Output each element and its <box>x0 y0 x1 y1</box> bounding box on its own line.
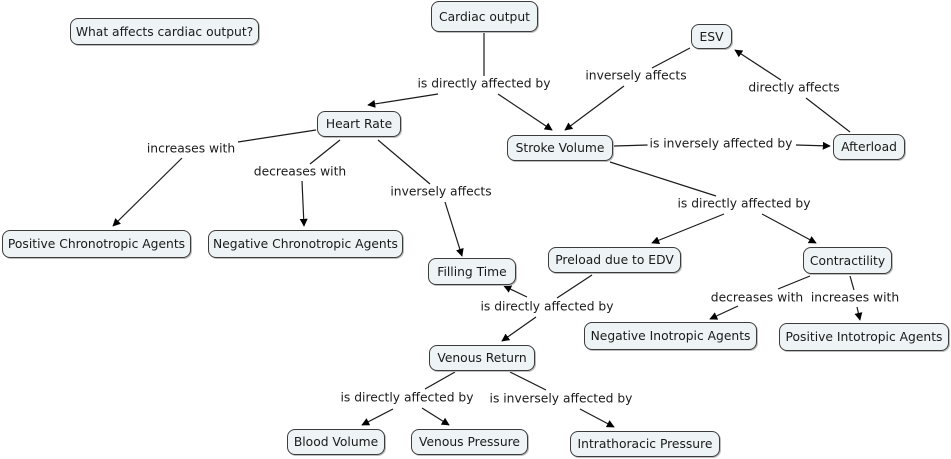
line-afterload-to-label <box>805 97 851 133</box>
concept-esv[interactable]: ESV <box>691 24 732 49</box>
concept-venous-pressure[interactable]: Venous Pressure <box>411 429 528 455</box>
arrow-to-negative-chronotropic <box>299 180 308 227</box>
link-label-vr-directly[interactable]: is directly affected by <box>338 390 476 406</box>
line-sv-to-directly-label <box>609 161 717 197</box>
arrow-to-filling-time-from-preload <box>503 285 528 298</box>
line-contractility-to-decreases <box>777 275 811 290</box>
arrow-to-positive-inotropic <box>854 306 863 321</box>
line-hr-to-decreases <box>309 139 341 165</box>
concept-intrathoracic-pressure[interactable]: Intrathoracic Pressure <box>570 431 720 457</box>
arrow-to-afterload <box>795 141 831 150</box>
concept-heart-rate[interactable]: Heart Rate <box>317 111 401 137</box>
concept-stroke-volume[interactable]: Stroke Volume <box>507 135 613 161</box>
arrow-to-negative-inotropic <box>709 305 739 320</box>
link-label-afterload-directly[interactable]: directly affects <box>746 80 842 96</box>
line-esv-to-label <box>651 47 691 69</box>
link-label-contr-increases[interactable]: increases with <box>808 290 902 306</box>
link-label-sv-inversely-by[interactable]: is inversely affected by <box>647 136 795 152</box>
link-label-esv-inversely[interactable]: inversely affects <box>583 68 689 84</box>
concept-venous-return[interactable]: Venous Return <box>429 345 535 371</box>
link-label-sv-directly[interactable]: is directly affected by <box>675 196 813 212</box>
arrow-to-positive-chronotropic <box>112 157 183 227</box>
arrow-to-venous-pressure <box>421 407 450 426</box>
concept-question[interactable]: What affects cardiac output? <box>70 18 259 45</box>
line-hr-to-increases <box>237 129 317 143</box>
concept-negative-inotropic-agents[interactable]: Negative Inotropic Agents <box>584 322 757 350</box>
arrow-to-preload <box>651 213 725 245</box>
concept-contractility[interactable]: Contractility <box>803 247 892 274</box>
line-contractility-to-increases <box>849 275 855 291</box>
link-label-hr-inversely[interactable]: inversely affects <box>388 184 494 200</box>
arrow-co-to-stroke-volume <box>497 93 553 131</box>
link-label-vr-inversely[interactable]: is inversely affected by <box>487 391 635 407</box>
arrow-to-filling-time <box>444 201 464 257</box>
line-hr-to-inversely <box>377 139 431 185</box>
link-label-hr-decreases[interactable]: decreases with <box>251 164 349 180</box>
concept-preload[interactable]: Preload due to EDV <box>548 247 681 273</box>
arrow-to-intrathoracic-pressure <box>579 408 615 428</box>
link-label-hr-increases[interactable]: increases with <box>144 141 238 157</box>
concept-positive-inotropic-agents[interactable]: Positive Intotropic Agents <box>779 323 949 351</box>
concept-negative-chronotropic-agents[interactable]: Negative Chronotropic Agents <box>208 230 403 258</box>
concept-positive-chronotropic-agents[interactable]: Positive Chronotropic Agents <box>2 230 191 258</box>
link-label-contr-decreases[interactable]: decreases with <box>708 290 806 306</box>
concept-blood-volume[interactable]: Blood Volume <box>287 429 385 455</box>
line-sv-to-afterload-label <box>613 144 649 147</box>
line-vr-to-directly-label <box>424 371 456 390</box>
concept-afterload[interactable]: Afterload <box>833 134 905 160</box>
arrow-esv-to-stroke-volume <box>564 85 625 131</box>
arrow-afterload-to-esv <box>734 49 782 81</box>
arrow-to-venous-return <box>501 316 537 342</box>
concept-filling-time[interactable]: Filling Time <box>428 258 516 285</box>
link-label-co-directly[interactable]: is directly affected by <box>415 76 553 92</box>
arrow-to-contractility <box>761 213 817 244</box>
link-label-preload-directly[interactable]: is directly affected by <box>478 299 616 315</box>
concept-cardiac-output[interactable]: Cardiac output <box>431 1 538 32</box>
arrow-to-heart-rate <box>367 93 439 108</box>
arrow-to-blood-volume <box>361 408 394 426</box>
line-preload-to-label <box>556 274 593 299</box>
line-vr-to-inversely-label <box>509 371 547 391</box>
